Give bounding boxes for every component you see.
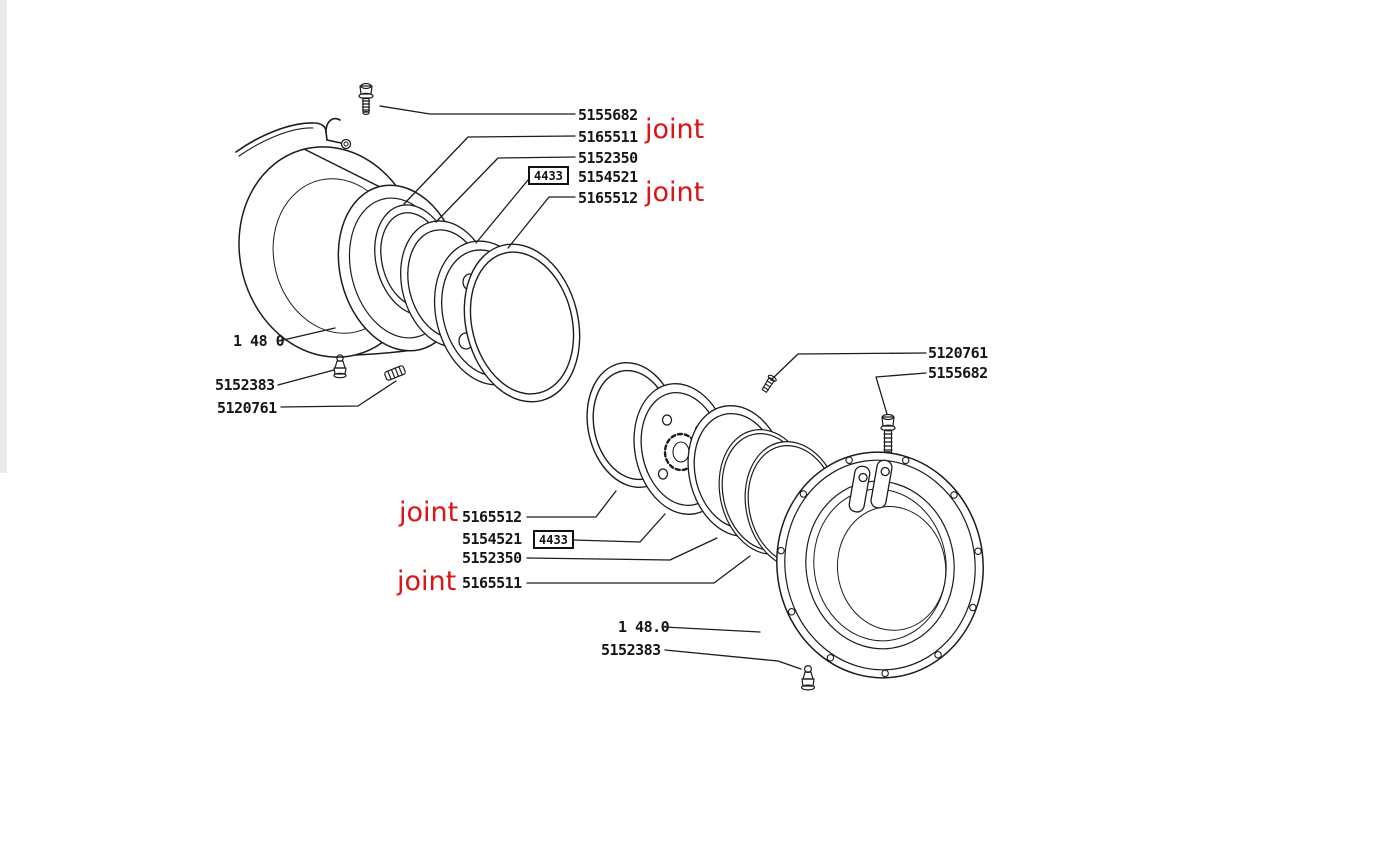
part-label-5154521-upper: 5154521 <box>578 168 638 186</box>
leader-5152383-lower <box>664 649 802 670</box>
bolt-lower <box>880 413 896 456</box>
leader-5155682-lower <box>875 372 927 415</box>
part-label-5152350-lower: 5152350 <box>462 549 522 567</box>
part-label-5120761-lower: 5120761 <box>928 344 988 362</box>
ref-box-4433-upper: 4433 <box>528 166 569 185</box>
grease-fitting-lower <box>800 664 816 691</box>
ref-box-4433-lower: 4433 <box>533 530 574 549</box>
stud-upper <box>384 365 406 381</box>
leader-5154521-lower <box>572 513 666 543</box>
leader-5155682-upper <box>379 105 576 115</box>
leader-lines <box>277 105 927 670</box>
leader-5154521-upper <box>475 179 529 244</box>
leader-5120761-upper <box>280 380 397 408</box>
bolt-upper <box>358 82 374 115</box>
part-label-1480-lower: 1 48.0 <box>618 618 670 636</box>
part-label-5120761-upper: 5120761 <box>217 399 277 417</box>
left-edge-artifact <box>0 0 7 473</box>
joint-annotation-upper-1: joint <box>645 114 705 145</box>
part-label-5165512-lower: 5165512 <box>462 508 522 526</box>
part-label-5165511-upper: 5165511 <box>578 128 638 146</box>
lower-drum <box>776 451 984 679</box>
part-label-1480-upper: 1 48 0 <box>233 332 285 350</box>
leader-5152383-upper <box>277 369 335 386</box>
drum-bracket-lugs <box>848 459 893 513</box>
part-label-5155682-lower: 5155682 <box>928 364 988 382</box>
upper-assembly-drawing <box>235 82 581 403</box>
leader-5165511-lower <box>526 555 751 584</box>
leader-5152350-upper <box>435 156 576 223</box>
leader-5165511-upper <box>403 135 576 205</box>
screw-lower-small <box>761 374 777 393</box>
leader-5152350-lower <box>526 537 718 561</box>
leader-5165512-lower <box>526 490 617 518</box>
part-label-5165512-upper: 5165512 <box>578 189 638 207</box>
part-label-5165511-lower: 5165511 <box>462 574 522 592</box>
leader-5120761-lower <box>770 352 927 381</box>
joint-annotation-upper-2: joint <box>645 177 705 208</box>
part-label-5155682-upper: 5155682 <box>578 106 638 124</box>
upper-retainer-ring <box>463 243 581 403</box>
grease-fitting-upper <box>333 354 347 379</box>
joint-annotation-lower-2: joint <box>397 566 457 597</box>
leader-5165512-upper <box>507 196 576 249</box>
leader-1480-lower <box>663 626 761 633</box>
brake-pipe <box>235 117 352 157</box>
leader-1480-upper <box>278 327 336 342</box>
part-label-5152383-lower: 5152383 <box>601 641 661 659</box>
part-label-5152383-upper: 5152383 <box>215 376 275 394</box>
lower-assembly-drawing <box>586 361 984 691</box>
part-label-5152350-upper: 5152350 <box>578 149 638 167</box>
joint-annotation-lower-1: joint <box>399 497 459 528</box>
part-label-5154521-lower: 5154521 <box>462 530 522 548</box>
